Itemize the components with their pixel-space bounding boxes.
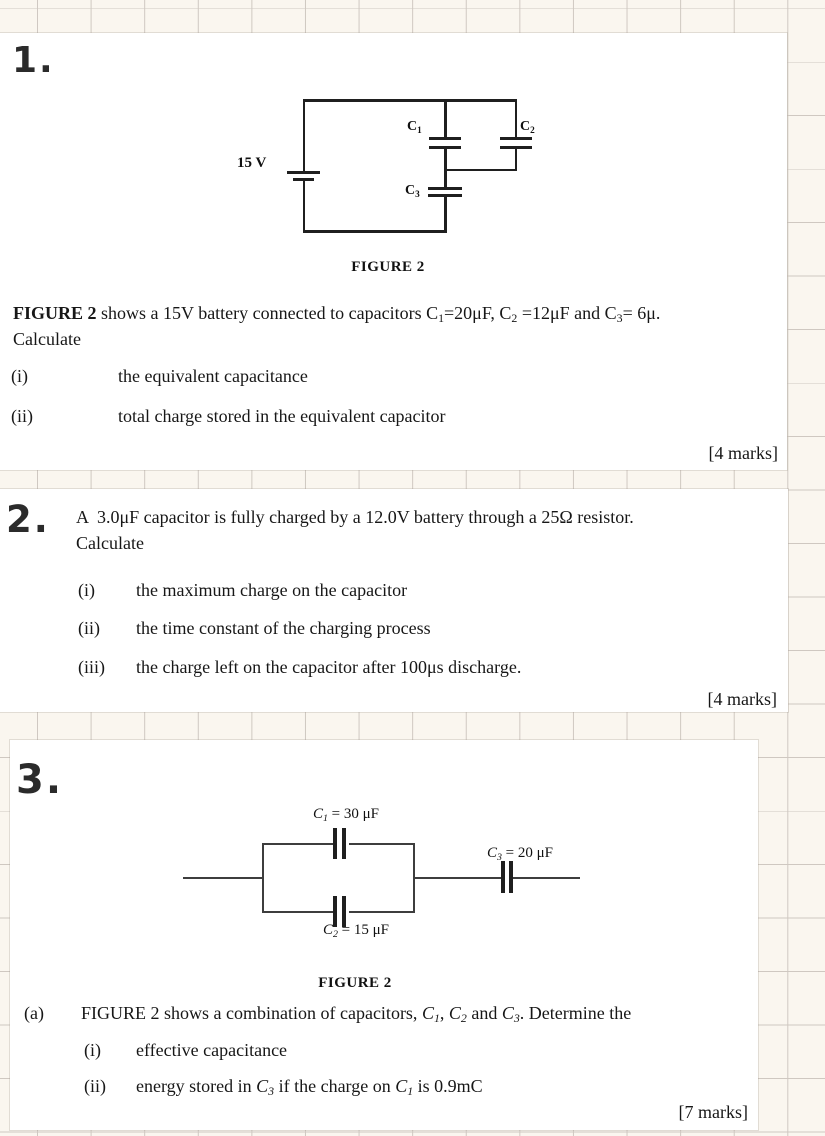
item-number: (ii) <box>11 406 33 426</box>
capacitor-c2-plate-top <box>500 137 532 140</box>
rect-left-edge <box>262 843 264 913</box>
capacitor-c3-plate-top <box>428 186 462 190</box>
question-2-block: 2. A 3.0μF capacitor is fully charged by… <box>0 489 788 712</box>
question-1-calculate: Calculate <box>13 329 81 349</box>
battery-plate-short <box>293 177 314 181</box>
lead-right-outer <box>513 876 580 879</box>
item-number: (ii) <box>78 618 100 638</box>
lead-left <box>183 876 263 879</box>
part-a-number: (a) <box>24 1003 44 1023</box>
capacitor-c2-label: C2 = 15 μF <box>322 922 390 940</box>
wire-c3-lower <box>444 197 447 232</box>
item-text: the maximum charge on the capacitor <box>136 580 408 600</box>
question-1-text: FIGURE 2 shows a 15V battery connected t… <box>13 303 661 326</box>
rect-bottom-edge-left <box>262 911 333 913</box>
item-number: (i) <box>11 366 28 386</box>
capacitor-c3-label: C3 <box>405 183 420 199</box>
item-text: total charge stored in the equivalent ca… <box>118 406 446 426</box>
capacitor-c3-label: C3 = 20 μF <box>486 845 554 863</box>
item-number: (iii) <box>78 657 105 677</box>
capacitor-c2-label: C2 <box>520 119 535 135</box>
rect-top-edge-right <box>349 843 415 845</box>
item-text: the charge left on the capacitor after 1… <box>136 657 522 677</box>
wire-c2-lower <box>514 148 517 171</box>
item-text: effective capacitance <box>136 1040 288 1060</box>
question-3-marks: [7 marks] <box>678 1102 748 1122</box>
capacitor-c1-label: C1 <box>407 119 422 135</box>
battery-voltage-label: 15 V <box>237 155 267 171</box>
wire-left-upper <box>302 99 305 171</box>
capacitor-c1-label: C1 = 30 μF <box>312 806 380 824</box>
wire-left-lower <box>302 180 305 232</box>
item-text: the time constant of the charging proces… <box>136 618 431 638</box>
capacitor-c1-bar-right <box>341 828 346 859</box>
wire-parallel-join <box>444 168 517 171</box>
capacitor-c3-plate-bottom <box>428 194 462 197</box>
battery-plate-long <box>287 171 320 174</box>
wire-c1-lower <box>444 148 447 170</box>
capacitor-c3-bar-left <box>501 861 505 893</box>
question-3-block: 3. C1 = 30 μF C2 = 15 μF C3 = 20 μF FIGU… <box>10 740 758 1130</box>
question-2-marks: [4 marks] <box>707 689 777 709</box>
wire-top <box>303 99 517 102</box>
question-2-text: A 3.0μF capacitor is fully charged by a … <box>76 507 634 527</box>
capacitor-c1-plate-top <box>429 137 461 140</box>
capacitor-c2-bar-left <box>333 896 337 927</box>
wire-c3-upper <box>444 170 447 187</box>
question-1-number: 1. <box>12 40 55 81</box>
item-text: energy stored in C3 if the charge on C1 … <box>136 1076 483 1099</box>
figure-2-caption: FIGURE 2 <box>351 259 425 275</box>
wire-c2-upper <box>514 99 517 138</box>
wire-c1-upper <box>444 99 447 138</box>
rect-bottom-edge-right <box>349 911 415 913</box>
item-number: (ii) <box>84 1076 106 1096</box>
question-1-block: 1. 15 V C1 C2 C3 FIGUR <box>0 33 787 470</box>
lead-right-inner <box>415 876 502 879</box>
rect-right-edge <box>413 843 415 913</box>
question-2-calculate: Calculate <box>76 533 144 553</box>
part-a-text: FIGURE 2 shows a combination of capacito… <box>81 1003 632 1026</box>
figure-2-caption: FIGURE 2 <box>318 975 392 991</box>
rect-top-edge-left <box>262 843 333 845</box>
item-number: (i) <box>84 1040 101 1060</box>
item-number: (i) <box>78 580 95 600</box>
capacitor-c1-plate-bottom <box>429 145 461 149</box>
capacitor-c2-bar-right <box>341 896 346 927</box>
capacitor-c3-bar-right <box>509 861 513 893</box>
item-text: the equivalent capacitance <box>118 366 308 386</box>
question-2-number: 2. <box>6 498 50 541</box>
wire-bottom <box>302 230 447 233</box>
question-1-marks: [4 marks] <box>708 443 778 463</box>
capacitor-c1-bar-left <box>333 828 337 859</box>
capacitor-c2-plate-bottom <box>500 145 532 149</box>
question-3-number: 3. <box>16 757 64 803</box>
